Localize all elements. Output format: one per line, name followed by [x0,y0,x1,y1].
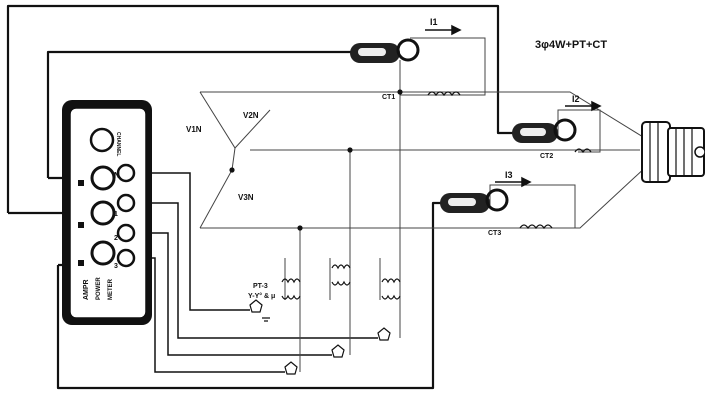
jack-v2 [116,223,136,243]
meter-marker-n: N [114,171,120,180]
star-v1-v2 [199,91,271,149]
current-label-i2: I2 [572,94,580,104]
ct1-secondary [399,37,486,96]
ground-3 [331,344,345,358]
pt-label-line2: Y-Y° & μ [248,292,275,300]
meter-side-text: CHANNEL [115,132,121,156]
ct-label-3: CT3 [488,230,501,237]
ct1-clamp [350,38,420,63]
ct1-coil [427,91,461,97]
ground-4 [284,361,298,375]
current-arrows [425,24,602,188]
meter-brand-3: METER [108,278,114,300]
voltage-label-v2n: V2N [243,111,259,120]
network-wires [199,37,649,372]
junction-dots [229,89,403,231]
pt-coil-1 [281,278,301,300]
voltage-wires [130,172,378,373]
rotary-knob [89,127,115,153]
jack-vn [116,163,136,183]
generator [641,121,705,183]
ct-coils [427,91,592,230]
phase-line-1 [200,91,649,141]
ground-1-lines [262,317,270,322]
pt-transformers [281,264,401,300]
voltage-label-v3n: V3N [238,193,254,202]
ct2-coil [574,148,592,154]
jack-v1 [116,193,136,213]
wire-voltage-2 [130,232,332,356]
ct3-coil [519,224,553,230]
ct2-clamp [512,118,577,143]
ct3-clamp [440,188,509,213]
jack-i1 [90,165,116,191]
ground-1 [249,299,263,313]
jack-i2 [90,200,116,226]
meter-brand-1: AMPR [83,279,90,300]
jack-v3 [116,248,136,268]
pt-label-line1: PT-3 [253,283,268,290]
wire-voltage-1 [130,202,378,339]
current-label-i1: I1 [430,17,438,27]
pt-coil-3 [381,278,401,300]
meter-marker-1: 1 [114,211,118,218]
voltage-label-v1n: V1N [186,125,202,134]
pt-coil-2 [331,264,351,286]
ct-label-1: CT1 [382,94,395,101]
wire-ct2-loop [6,4,520,213]
pt-primary-legs [284,258,381,300]
star-v3 [199,147,236,229]
meter-marker-2: 2 [114,235,118,242]
ct-label-2: CT2 [540,153,553,160]
meter-marker-3: 3 [114,263,118,270]
current-label-i3: I3 [505,170,513,180]
meter-brand-2: POWER [96,277,102,300]
wire-ct3-loop [56,201,445,390]
diagram-title: 3φ4W+PT+CT [535,39,607,51]
power-meter [62,100,152,325]
jack-i3 [90,240,116,266]
ct2-secondary [557,109,601,153]
wire-ct1-loop [46,50,352,178]
ground-symbols [249,299,391,375]
phase-line-3 [200,164,649,229]
ground-2 [377,327,391,341]
wire-voltage-n [130,172,250,311]
